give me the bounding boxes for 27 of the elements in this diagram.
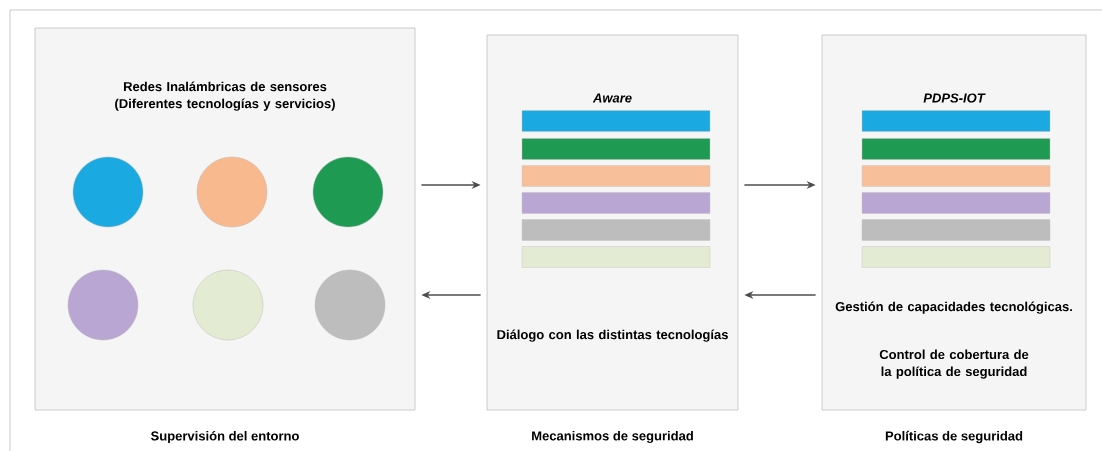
circle — [312, 156, 384, 228]
stripe — [861, 192, 1051, 214]
heading: Redes Inalámbricas de sensores (Diferentes tecnologías y servicios) — [115, 81, 335, 111]
stripe — [861, 138, 1051, 160]
stripe — [521, 165, 711, 187]
circle — [192, 269, 264, 341]
stripe — [861, 110, 1051, 132]
stripe — [521, 192, 711, 214]
description: Gestión de capacidades tecnológicas. — [835, 301, 1072, 314]
stripe — [521, 219, 711, 241]
description: Control de cobertura de la política de seguridad — [879, 349, 1029, 379]
panel-label: Supervisión del entorno — [151, 430, 299, 444]
circle — [72, 156, 144, 228]
panel-label: Políticas de seguridad — [885, 430, 1023, 444]
stripe — [521, 246, 711, 268]
stripe — [521, 110, 711, 132]
heading: PDPS-IOT — [923, 93, 986, 103]
panel-label: Mecanismos de seguridad — [532, 430, 693, 444]
stripe — [861, 219, 1051, 241]
heading: Aware — [592, 93, 632, 103]
circle — [196, 156, 268, 228]
circle — [314, 269, 386, 341]
stripe — [861, 246, 1051, 268]
stripe — [861, 165, 1051, 187]
stripe — [521, 138, 711, 160]
description: Diálogo con las distintas tecnologías — [497, 329, 728, 342]
circle — [67, 269, 139, 341]
